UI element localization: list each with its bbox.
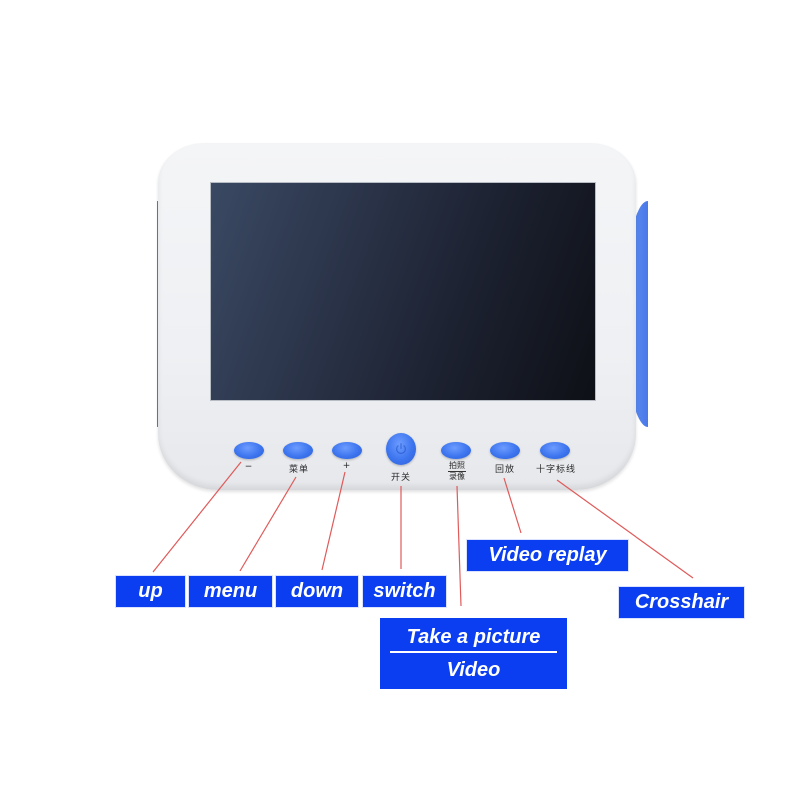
callout-take-picture: Take a picture (406, 626, 541, 648)
replay-button[interactable] (490, 442, 520, 459)
callout-take-picture-video: Take a picture Video (380, 618, 567, 689)
line-menu (239, 476, 297, 572)
line-photo-video (456, 485, 462, 607)
minus-button[interactable] (234, 442, 264, 459)
monitor-screen (210, 182, 596, 401)
photo-video-button[interactable] (441, 442, 471, 459)
callout-divider (390, 651, 557, 653)
crosshair-button[interactable] (540, 442, 570, 459)
callout-menu: menu (189, 576, 272, 607)
callout-up: up (116, 576, 185, 607)
plus-button[interactable] (332, 442, 362, 459)
power-button-label: 开关 (390, 473, 412, 483)
photo-video-button-label: 拍照 录像 (448, 461, 466, 482)
photo-label: 拍照 (448, 461, 466, 472)
callout-down: down (276, 576, 358, 607)
replay-button-label: 回放 (494, 465, 516, 475)
callout-crosshair: Crosshair (619, 587, 744, 618)
callout-video: Video (446, 659, 501, 681)
minus-button-label: − (244, 462, 254, 472)
crosshair-button-label: 十字标线 (535, 465, 577, 475)
power-button[interactable] (386, 433, 416, 465)
menu-button-label: 菜单 (288, 465, 310, 475)
video-label: 录像 (449, 472, 465, 481)
plus-button-label: + (342, 461, 352, 471)
menu-button[interactable] (283, 442, 313, 459)
power-icon (396, 443, 406, 454)
callout-video-replay: Video replay (467, 540, 628, 571)
callout-switch: switch (363, 576, 446, 607)
